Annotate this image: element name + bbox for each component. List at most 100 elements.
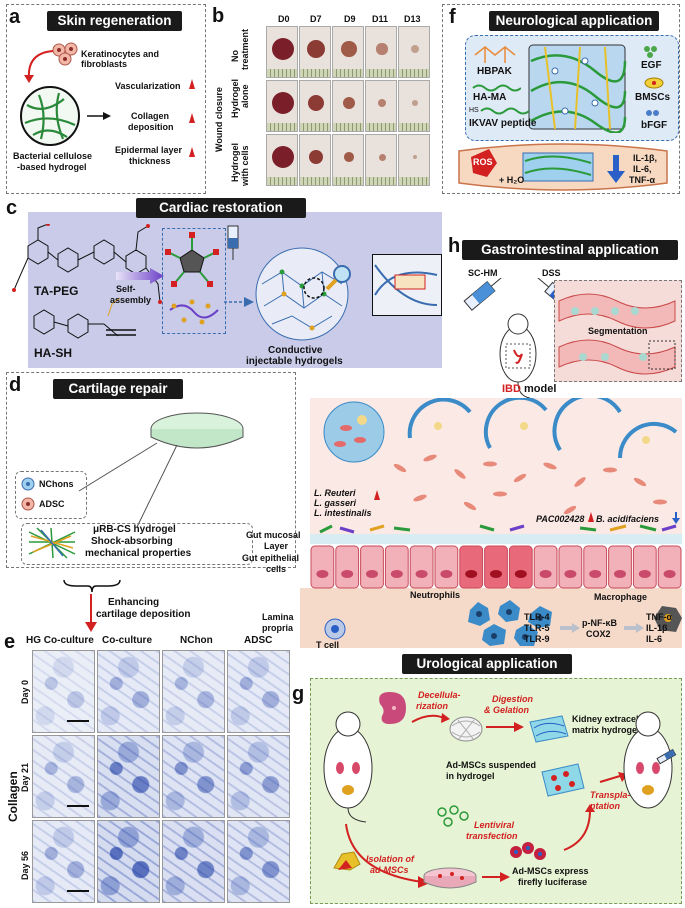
wound-spot	[306, 39, 326, 59]
wound-spot	[378, 153, 386, 161]
day-d0: D0	[278, 14, 290, 24]
column-hg-coculture: HG Co-culture	[26, 635, 94, 646]
neutrophil-cluster-icon	[468, 600, 552, 646]
culture-dish-icon	[423, 867, 477, 889]
self-assembly-label-1: Self-	[116, 284, 136, 294]
outcome-collagen: Collagen	[131, 111, 170, 121]
row-label-1b: treatment	[240, 28, 250, 70]
row-day-56: Day 56	[20, 850, 30, 880]
wound-photo-grid	[266, 26, 434, 192]
bacteria-intestinalis: L. intestinalis	[314, 508, 372, 518]
ruler-strip	[300, 123, 330, 131]
epithelial-cell	[310, 545, 335, 589]
tlr5-label: TLR-5	[524, 623, 550, 633]
histology-image	[97, 650, 160, 733]
panel-g: g Urological application Decellula- riza…	[292, 654, 682, 906]
histology-image	[162, 650, 225, 733]
histology-image	[97, 820, 160, 903]
transpl-1: Transpla-	[590, 790, 631, 800]
cyto-tnfa-label: TNF-α	[646, 612, 673, 622]
cell-nucleus	[638, 570, 651, 578]
scaffold-icon	[449, 716, 483, 742]
histology-image	[227, 820, 290, 903]
red-down-arrow-icon	[85, 594, 97, 632]
dss-label: DSS	[542, 268, 561, 278]
wound-spot	[271, 37, 295, 61]
ecm-hydrogel-icon	[529, 715, 569, 743]
panel-letter-a: a	[9, 6, 21, 28]
hydrogel-prop-2: mechanical properties	[85, 548, 192, 559]
factor-egf: EGF	[641, 60, 662, 71]
histology-image	[227, 650, 290, 733]
column-coculture: Co-culture	[102, 635, 152, 646]
wound-spot	[377, 98, 387, 108]
cell-nucleus	[341, 570, 354, 578]
wound-spot	[342, 96, 356, 110]
ruler-strip	[333, 177, 363, 185]
epithelial-cell	[608, 545, 632, 589]
panel-b: b D0 D7 D9 D11 D13 Wound closure No trea…	[210, 4, 435, 194]
panel-h: h Gastrointestinal application SC-HM DSS…	[448, 198, 682, 399]
collagen-label: Collagen	[6, 771, 20, 822]
epithelial-label-1: Gut epithelial	[242, 553, 300, 563]
step-decell-1: Decellula-	[418, 690, 461, 700]
panel-letter-g: g	[292, 683, 305, 705]
row-label-2a: Hydrogel	[230, 78, 240, 118]
cell-gel-icon	[541, 763, 585, 797]
mucosal-label-1: Gut mucosal	[246, 530, 301, 540]
curved-arrow-icon	[24, 50, 54, 83]
panel-d: d Cartilage repair NChons ADSC μRB-CS hy…	[6, 372, 296, 568]
tlr9-label: TLR-9	[524, 634, 550, 644]
bacteria-gasseri: L. gasseri	[314, 498, 357, 508]
ruler-strip	[399, 177, 429, 185]
syringe-icon	[227, 225, 239, 260]
hydrogel-box	[21, 523, 253, 565]
cell-nucleus	[490, 570, 502, 578]
wound-photo	[398, 134, 430, 186]
wound-photo	[299, 134, 331, 186]
panel-f: f Neurological application HBPAK HA-MA H…	[442, 4, 680, 194]
wound-photo	[365, 80, 397, 132]
up-arrow-icon	[189, 147, 195, 157]
ruler-strip	[366, 69, 396, 77]
kidney-ecm-2: matrix hydrogel	[572, 725, 640, 735]
express-2: firefly luciferase	[518, 877, 588, 887]
wound-spot	[341, 41, 357, 57]
tcell-icon	[324, 618, 346, 640]
purple-arrow-icon	[116, 268, 164, 284]
epithelial-cell	[508, 545, 533, 589]
cell-nucleus	[440, 570, 453, 578]
epithelial-cell	[409, 545, 434, 589]
hydrogel-label-2: -based hydrogel	[17, 162, 87, 172]
hs-label: HS	[469, 107, 479, 114]
outcome-enhancing: Enhancing	[108, 597, 160, 608]
panel-a-title: Skin regeneration	[47, 11, 182, 31]
hydrogel-network-icon	[528, 44, 627, 133]
suspended-2: in hydrogel	[446, 771, 495, 781]
hama-icon	[472, 84, 521, 92]
cell-nucleus	[415, 570, 428, 578]
step-digest-2: & Gelation	[484, 705, 530, 715]
row-day-0: Day 0	[20, 679, 30, 704]
petri-dish-icon	[150, 412, 244, 449]
tlr4-label: TLR-4	[524, 612, 550, 622]
up-arrow-icon	[588, 512, 594, 522]
epithelial-cell	[657, 545, 682, 589]
tcell-label: T cell	[316, 640, 340, 650]
hbpak-icon	[474, 46, 516, 63]
wound-spot	[307, 94, 325, 112]
up-arrow-icon	[189, 113, 195, 123]
component-hama: HA-MA	[473, 92, 507, 103]
lamina-label-2: propria	[262, 623, 294, 633]
intestine-segment-icon	[558, 293, 676, 375]
isolation-1: Isolation of	[366, 854, 414, 864]
step-decell-2: rization	[416, 701, 449, 711]
wound-photo	[299, 80, 331, 132]
panel-f-title: Neurological application	[489, 11, 659, 31]
epithelial-cell	[360, 545, 384, 589]
row-label-3b: with cells	[240, 145, 250, 186]
histology-grid	[32, 650, 294, 908]
nchon-cell-icon	[21, 477, 35, 491]
row-day-21: Day 21	[20, 762, 30, 792]
scale-bar	[67, 890, 89, 892]
